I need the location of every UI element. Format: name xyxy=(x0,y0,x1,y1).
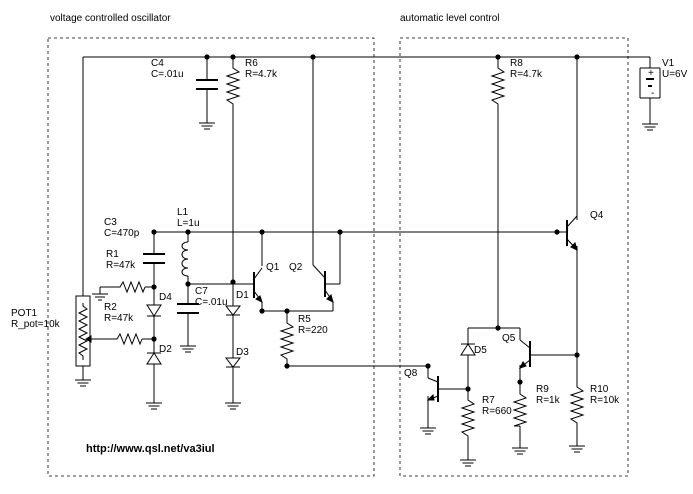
q1-label: Q1 xyxy=(266,262,280,273)
r2-value-label: R=47k xyxy=(104,313,134,324)
r8-value-label: R=4.7k xyxy=(510,69,543,80)
resistor-r6 xyxy=(225,64,241,106)
diode-d4 xyxy=(146,304,162,317)
r5-name-label: R5 xyxy=(298,314,311,325)
transistor-q2 xyxy=(312,252,334,303)
c4-name-label: C4 xyxy=(151,58,164,69)
r6-name-label: R6 xyxy=(245,58,258,69)
r6-value-label: R=4.7k xyxy=(245,69,278,80)
l1-value-label: L=1u xyxy=(177,218,200,229)
source-url: http://www.qsl.net/va3iul xyxy=(86,443,215,455)
diode-d2 xyxy=(145,352,163,410)
l1-name-label: L1 xyxy=(177,207,189,218)
r10-value-label: R=10k xyxy=(590,395,620,406)
alc-section-box xyxy=(399,37,629,477)
r5-value-label: R=220 xyxy=(298,325,328,336)
c7-name-label: C7 xyxy=(195,286,208,297)
resistor-r8 xyxy=(490,64,506,106)
v1-name-label: V1 xyxy=(662,58,675,69)
wires xyxy=(82,56,651,452)
d1-label: D1 xyxy=(236,290,249,301)
pot1-name-label: POT1 xyxy=(11,308,38,319)
voltage-source-v1: + - xyxy=(639,67,661,131)
r10-name-label: R10 xyxy=(590,384,609,395)
svg-text:+: + xyxy=(648,68,654,79)
r9-name-label: R9 xyxy=(536,384,549,395)
r9-value-label: R=1k xyxy=(536,395,561,406)
r7-value-label: R=660 xyxy=(482,406,512,417)
q8-label: Q8 xyxy=(404,368,418,379)
junction-dots xyxy=(151,54,580,392)
transistor-q4 xyxy=(557,215,578,251)
transistor-q5 xyxy=(519,339,537,369)
transistor-q1 xyxy=(233,267,263,303)
resistor-r1 xyxy=(117,280,146,294)
svg-text:-: - xyxy=(651,88,654,99)
resistor-r10 xyxy=(569,383,585,425)
q2-label: Q2 xyxy=(289,262,303,273)
diode-d5 xyxy=(460,343,476,356)
inductor-l1 xyxy=(181,241,189,277)
resistor-r5 xyxy=(279,319,295,361)
capacitor-c3 xyxy=(143,253,165,264)
potentiometer-pot1 xyxy=(74,295,92,387)
resistor-r2 xyxy=(114,332,143,346)
alc-section-title: automatic level control xyxy=(400,13,500,24)
d5-label: D5 xyxy=(474,345,487,356)
c7-value-label: C=.01u xyxy=(195,297,228,308)
diode-d1 xyxy=(224,305,242,316)
r7-name-label: R7 xyxy=(482,395,495,406)
d4-label: D4 xyxy=(159,292,172,303)
q4-label: Q4 xyxy=(590,210,604,221)
pot1-value-label: R_pot=10k xyxy=(11,319,61,330)
vco-section-box xyxy=(47,37,375,477)
r1-value-label: R=47k xyxy=(106,260,136,271)
r2-name-label: R2 xyxy=(104,302,117,313)
r1-name-label: R1 xyxy=(106,249,119,260)
vco-section-title: voltage controlled oscillator xyxy=(50,13,171,24)
c3-value-label: C=470p xyxy=(104,228,140,239)
capacitor-c7 xyxy=(177,303,199,353)
resistor-r7 xyxy=(460,396,476,438)
resistor-r9 xyxy=(512,390,528,427)
v1-value-label: U=6V xyxy=(662,69,688,80)
capacitor-c4 xyxy=(196,79,218,130)
c3-name-label: C3 xyxy=(104,217,117,228)
r1-ground xyxy=(92,287,108,301)
d2-label: D2 xyxy=(159,344,172,355)
q5-label: Q5 xyxy=(502,333,516,344)
r8-name-label: R8 xyxy=(510,58,523,69)
d3-label: D3 xyxy=(236,347,249,358)
diode-d3 xyxy=(224,357,242,410)
c4-value-label: C=.01u xyxy=(151,69,184,80)
transistor-q8 xyxy=(419,376,439,435)
